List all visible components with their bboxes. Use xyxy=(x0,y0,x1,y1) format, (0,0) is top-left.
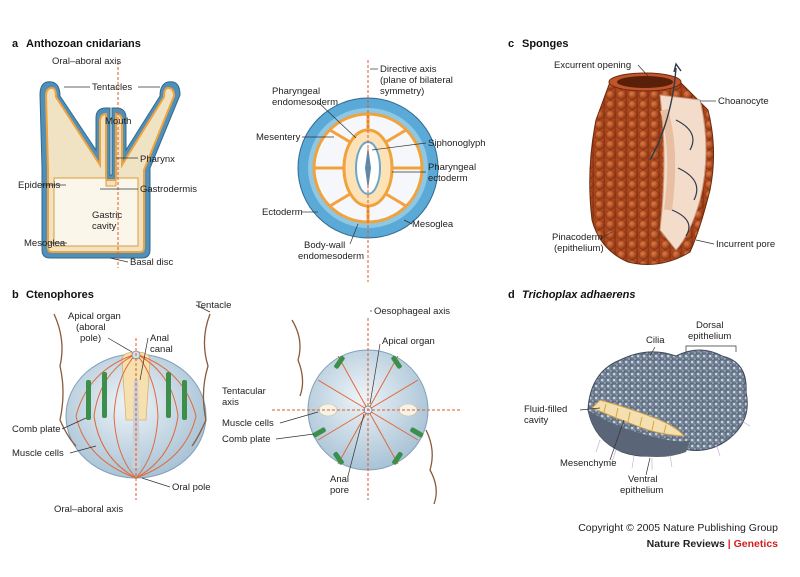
label-epidermis: Epidermis xyxy=(18,180,60,191)
copyright-line: Copyright © 2005 Nature Publishing Group xyxy=(578,522,778,534)
label-anal-canal-1: Anal xyxy=(150,333,169,344)
label-mesoglea-a: Mesoglea xyxy=(24,238,66,249)
label-dorsal-epithelium-1: Dorsal xyxy=(696,320,723,331)
panel-d-title: Trichoplax adhaerens xyxy=(522,289,636,301)
panel-d-letter: d xyxy=(508,289,515,301)
label-mouth: Mouth xyxy=(105,116,131,127)
label-gastric-cavity-2: cavity xyxy=(92,221,117,232)
label-pinacoderm-1: Pinacoderm xyxy=(552,232,603,243)
label-siphonoglyph: Siphonoglyph xyxy=(428,138,486,149)
label-muscle-cells-side: Muscle cells xyxy=(12,448,64,459)
panel-a-letter: a xyxy=(12,38,19,50)
label-comb-plate-side: Comb plate xyxy=(12,424,61,435)
panel-c: c Sponges Excurrent opening Choanocyte P… xyxy=(508,38,775,265)
label-gastrodermis: Gastrodermis xyxy=(140,184,197,195)
label-mesentery: Mesentery xyxy=(256,132,301,143)
label-mesenchyme: Mesenchyme xyxy=(560,458,617,469)
label-pharyngeal-endomesoderm-1: Pharyngeal xyxy=(272,86,320,97)
label-directive-axis-2: (plane of bilateral xyxy=(380,75,453,86)
label-bodywall-1: Body-wall xyxy=(304,240,345,251)
anthozoan-cross-section xyxy=(297,60,439,282)
label-apical-organ-1: Apical organ xyxy=(68,311,121,322)
label-basal-disc: Basal disc xyxy=(130,257,174,268)
label-pinacoderm-2: (epithelium) xyxy=(554,243,604,254)
label-choanocyte: Choanocyte xyxy=(718,96,769,107)
label-apical-organ-top: Apical organ xyxy=(382,336,435,347)
label-fluid-filled-2: cavity xyxy=(524,415,549,426)
label-tentacle: Tentacle xyxy=(196,300,231,311)
label-directive-axis-3: symmetry) xyxy=(380,86,424,97)
label-incurrent-pore: Incurrent pore xyxy=(716,239,775,250)
label-excurrent-opening: Excurrent opening xyxy=(554,60,631,71)
ctenophore-side-view xyxy=(53,313,211,500)
label-apical-organ-2: (aboral xyxy=(76,322,106,333)
label-pharyngeal-ectoderm-1: Pharyngeal xyxy=(428,162,476,173)
label-pharyngeal-endomesoderm-2: endomesoderm xyxy=(272,97,338,108)
panel-b-letter: b xyxy=(12,289,19,301)
panel-d: d Trichoplax adhaerens Cilia Dorsal epit… xyxy=(508,289,751,496)
journal-section: Genetics xyxy=(733,538,778,550)
label-ventral-epithelium-1: Ventral xyxy=(628,474,658,485)
label-gastric-cavity-1: Gastric xyxy=(92,210,122,221)
label-anal-canal-2: canal xyxy=(150,344,173,355)
label-directive-axis-1: Directive axis xyxy=(380,64,437,75)
ctenophore-top-view xyxy=(272,318,462,505)
label-muscle-cells-top: Muscle cells xyxy=(222,418,274,429)
label-fluid-filled-1: Fluid-filled xyxy=(524,404,567,415)
label-pharynx: Pharynx xyxy=(140,154,175,165)
panel-b: b Ctenophores xyxy=(12,289,462,515)
label-dorsal-epithelium-2: epithelium xyxy=(688,331,731,342)
label-oral-pole: Oral pole xyxy=(172,482,211,493)
journal-line: Nature Reviews | Genetics xyxy=(647,538,778,550)
sponge-illustration xyxy=(589,62,715,265)
label-cilia: Cilia xyxy=(646,335,665,346)
label-tentacular-axis-1: Tentacular xyxy=(222,386,266,397)
panel-a-title: Anthozoan cnidarians xyxy=(26,38,141,50)
label-bodywall-2: endomesoderm xyxy=(298,251,364,262)
anthozoan-polyp-section xyxy=(39,62,181,268)
label-pharyngeal-ectoderm-2: ectoderm xyxy=(428,173,468,184)
label-oral-aboral-axis-a: Oral–aboral axis xyxy=(52,56,121,67)
label-mesoglea-cross: Mesoglea xyxy=(412,219,454,230)
panel-c-title: Sponges xyxy=(522,38,568,50)
label-anal-pore-2: pore xyxy=(330,485,349,496)
panel-c-letter: c xyxy=(508,38,514,50)
label-ventral-epithelium-2: epithelium xyxy=(620,485,663,496)
label-oesophageal-axis: Oesophageal axis xyxy=(374,306,450,317)
label-anal-pore-1: Anal xyxy=(330,474,349,485)
label-comb-plate-top: Comb plate xyxy=(222,434,271,445)
label-apical-organ-3: pole) xyxy=(80,333,101,344)
journal-name: Nature Reviews xyxy=(646,538,725,550)
panel-b-title: Ctenophores xyxy=(26,289,94,301)
label-oral-aboral-axis-b: Oral–aboral axis xyxy=(54,504,123,515)
label-tentacles: Tentacles xyxy=(92,82,132,93)
journal-separator: | xyxy=(727,538,731,550)
panel-a: a Anthozoan cnidarians Oral–aboral axis … xyxy=(12,38,486,282)
trichoplax-illustration xyxy=(587,349,751,470)
label-ectoderm: Ectoderm xyxy=(262,207,303,218)
label-tentacular-axis-2: axis xyxy=(222,397,239,408)
